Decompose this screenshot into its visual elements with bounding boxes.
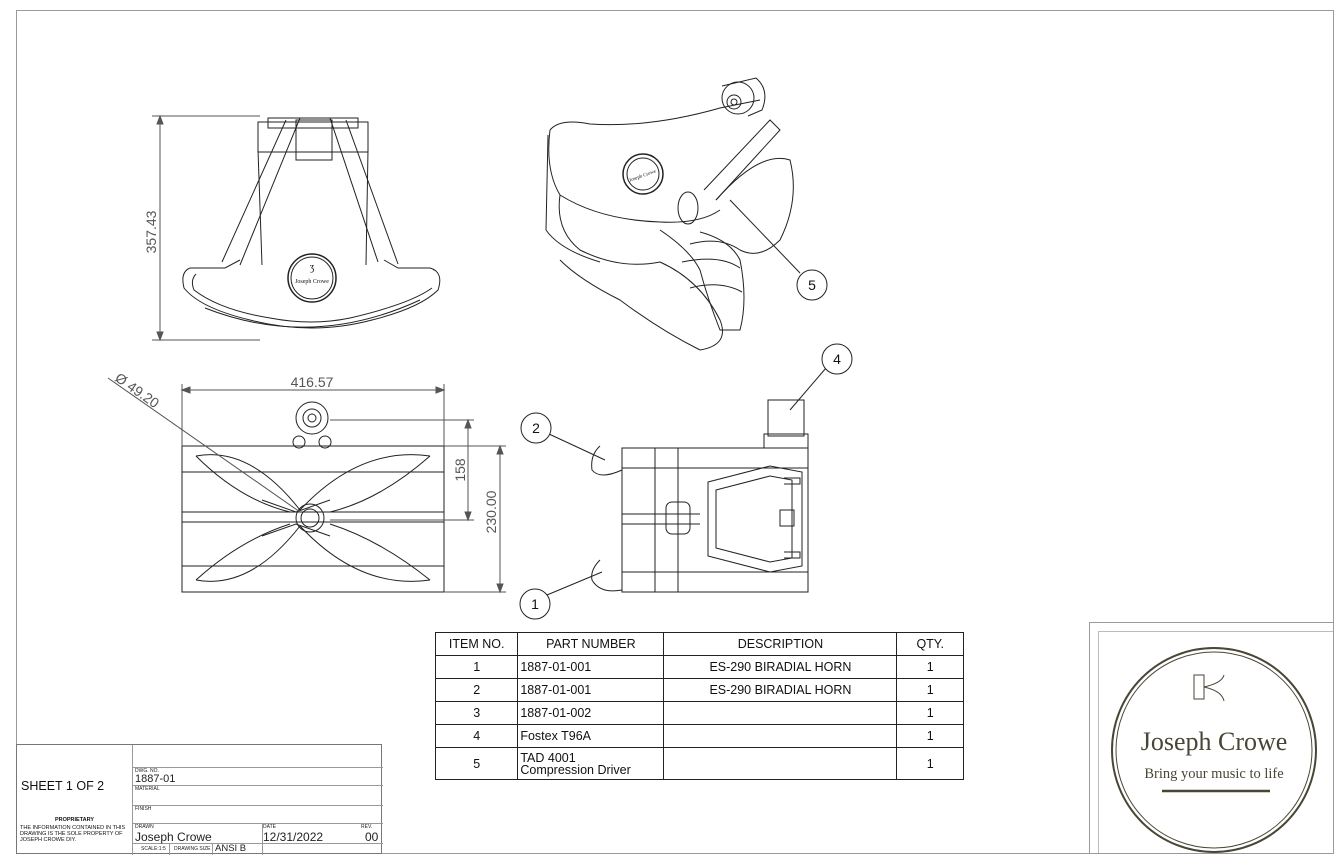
drawn-by: Joseph Crowe [135,830,212,844]
balloon-2: 2 [520,412,606,461]
svg-text:1: 1 [531,596,539,612]
logo-name: Joseph Crowe [1141,727,1288,756]
isometric-view: Joseph Crowe [545,77,794,351]
bom-qty: 1 [896,701,964,725]
title-block: SHEET 1 OF 2 PROPRIETARY THE INFORMATION… [16,744,383,855]
bom-qty: 1 [896,724,964,748]
bom-item: 4 [434,724,519,748]
bom-description: ES-290 BIRADIAL HORN [663,655,898,679]
dimension-label-width-front: 416.57 [291,374,334,390]
bom-item: 5 [434,747,519,780]
dwg-no-value: 1887-01 [135,773,176,785]
dwg-no-label: DWG. NO. [135,768,159,774]
dimension-label-diameter: Ø 49.20 [112,369,162,411]
bom-row: 1 1887-01-001 ES-290 BIRADIAL HORN 1 [434,655,964,679]
bom-row: 2 1887-01-001 ES-290 BIRADIAL HORN 1 [434,678,964,702]
top-view: Joseph Crowe ʒ [182,117,441,329]
bom-part-number: TAD 4001 Compression Driver [517,747,665,780]
svg-text:4: 4 [833,351,841,367]
balloon-5: 5 [729,199,828,301]
rev-value: 00 [365,830,379,844]
bom-qty: 1 [896,747,964,780]
bom-part-number: 1887-01-001 [517,655,665,679]
dimension-width-front [180,384,446,446]
diameter-leader-line [107,377,301,513]
bom-description [663,724,898,748]
bill-of-materials-table: ITEM NO. PART NUMBER DESCRIPTION QTY. 1 … [434,632,964,780]
bom-part-number: 1887-01-002 [517,701,665,725]
svg-text:2: 2 [532,420,540,436]
svg-text:5: 5 [808,277,816,293]
speaker-icon [1193,674,1225,702]
logo-panel: Joseph Crowe Bring your music to life [1089,622,1334,854]
balloon-4: 4 [789,343,853,411]
brand-logo: Joseph Crowe Bring your music to life [1111,647,1317,853]
material-label: MATERIAL [135,786,160,792]
dimension-height-inner [330,418,474,522]
date-label: DATE [263,824,276,830]
bom-header-description: DESCRIPTION [663,632,898,656]
bom-qty: 1 [896,678,964,702]
dimension-height-outer [444,444,506,594]
proprietary-title: PROPRIETARY [54,817,95,823]
dimension-label-height-outer: 230.00 [483,490,499,533]
bom-header-row: ITEM NO. PART NUMBER DESCRIPTION QTY. [434,632,964,656]
logo-tagline: Bring your music to life [1144,766,1283,782]
dimension-label-height-inner: 158 [452,458,468,482]
drawn-label: DRAWN [135,824,154,830]
svg-text:Joseph Crowe: Joseph Crowe [295,279,329,285]
drawing-sheet-border [16,10,1334,854]
bom-header-item: ITEM NO. [434,632,519,656]
bom-description [663,701,898,725]
bom-qty: 1 [896,655,964,679]
bom-item: 3 [434,701,519,725]
bom-row: 5 TAD 4001 Compression Driver 1 [434,747,964,780]
svg-text:ʒ: ʒ [310,262,315,273]
balloon-1: 1 [519,571,603,620]
bom-header-qty: QTY. [896,632,964,656]
proprietary-notice: THE INFORMATION CONTAINED IN THIS DRAWIN… [20,825,126,843]
date-value: 12/31/2022 [263,830,324,844]
bom-item: 2 [434,678,519,702]
scale-value: SCALE:1:5 [141,846,166,852]
dimension-height-top [152,114,260,342]
bom-header-part: PART NUMBER [517,632,665,656]
finish-label: FINISH [135,806,152,812]
drawing-size-value: ANSI B [215,843,247,854]
bom-description: ES-290 BIRADIAL HORN [663,678,898,702]
front-view [181,401,445,593]
side-view [591,399,809,593]
bom-row: 4 Fostex T96A 1 [434,724,964,748]
bom-part-number: 1887-01-001 [517,678,665,702]
bom-description [663,747,898,780]
rev-label: REV. [361,824,373,830]
bom-part-number: Fostex T96A [517,724,665,748]
bom-row: 3 1887-01-002 1 [434,701,964,725]
dimension-label-height-top: 357.43 [143,210,159,253]
bom-item: 1 [434,655,519,679]
sheet-number: SHEET 1 OF 2 [21,779,105,793]
drawing-size-label: DRAWING SIZE [174,846,211,852]
